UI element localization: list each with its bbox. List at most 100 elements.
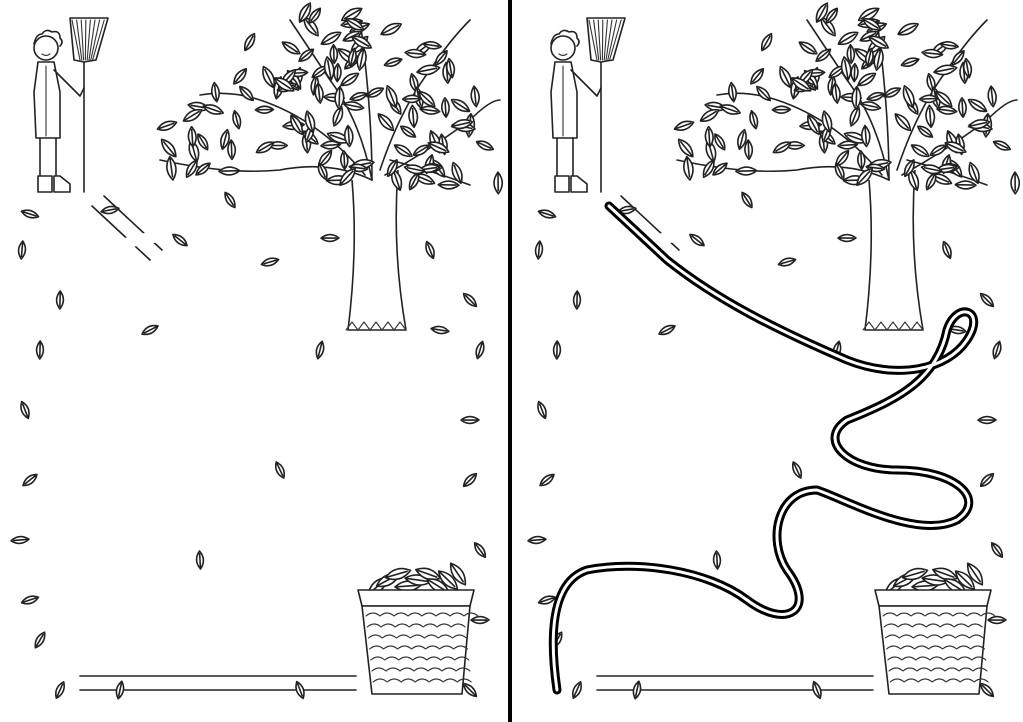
tree-leaf (239, 85, 254, 102)
basket-wave (887, 656, 987, 661)
maze-path-inner (244, 242, 444, 397)
maze-path-inner (651, 513, 827, 651)
tree-leaf (744, 139, 754, 161)
basket-wave (889, 678, 989, 683)
maze-path-inner (134, 513, 310, 651)
leaf-icon (537, 595, 557, 605)
tree-leaf (779, 65, 792, 89)
leaf-icon (979, 292, 995, 308)
boy-boots (554, 175, 588, 193)
tree-leaf (298, 48, 315, 62)
tree-leaf (857, 72, 877, 87)
boy-head (550, 35, 576, 61)
leaf-icon (537, 209, 557, 219)
rake-tine (588, 19, 598, 61)
tree-leaf (202, 104, 224, 115)
basket-rim (874, 589, 992, 607)
rake-tine (86, 19, 91, 61)
tree-leaf (868, 35, 890, 49)
maze-path-inner (29, 514, 180, 647)
maze-path-inner (671, 370, 861, 520)
tree-leaf (834, 162, 845, 181)
tree-leaf (737, 128, 747, 151)
basket-wave (367, 634, 467, 639)
leaf-icon (777, 257, 797, 267)
tree-leaf (233, 68, 248, 85)
basket-wave (371, 667, 471, 672)
leaf-icon (425, 240, 435, 260)
tree-leaf (851, 85, 862, 110)
leaf-icon (658, 324, 676, 336)
leaf-icon (462, 472, 478, 488)
maze-tangle (10, 191, 490, 700)
leaf-icon (195, 550, 205, 570)
basket-body (361, 605, 471, 695)
tree-leaf (401, 94, 422, 104)
rake-tine (71, 19, 81, 61)
tree-leaf (343, 124, 354, 148)
maze-path-inner (548, 249, 652, 370)
maze-scene (527, 2, 1021, 700)
tree-leaf (195, 162, 211, 176)
tree-leaf (760, 32, 773, 52)
tree-trunk (347, 169, 407, 331)
tree-leaf (719, 104, 741, 115)
maze-scene (10, 2, 504, 700)
tree-leaf (393, 144, 413, 158)
basket-leaf (437, 570, 459, 590)
rake-tine (80, 19, 85, 61)
maze-path-inner (530, 334, 997, 526)
leaf-icon (632, 680, 642, 700)
leaf-icon (172, 233, 188, 247)
tree-leaf (918, 94, 939, 104)
tree-branch (806, 19, 890, 181)
leaf-icon (10, 535, 30, 545)
tree-leaf (883, 87, 902, 98)
leaf-icon (34, 631, 46, 649)
tree-leaf (345, 18, 365, 31)
tree-leaf (262, 65, 275, 89)
tree-leaf (897, 22, 919, 36)
leaf-icon (430, 325, 450, 335)
tree-leaf (340, 150, 349, 170)
leaf-icon (55, 290, 65, 310)
tree-leaf (772, 141, 792, 154)
basket-wave (883, 623, 983, 628)
leaf-icon (942, 240, 952, 260)
leaf-icon (100, 205, 120, 215)
tree-leaf (702, 159, 715, 178)
tree-leaf (825, 7, 839, 24)
tree-leaf (434, 50, 448, 66)
tree-leaf (254, 105, 275, 114)
leaf-icon (35, 340, 45, 360)
tree-leaf (936, 105, 958, 115)
tree-leaf (218, 166, 241, 176)
basket-leaf (384, 567, 412, 581)
basket-leaf (901, 567, 929, 581)
maze-path-inner (154, 370, 344, 520)
basket-wave (372, 678, 472, 683)
tree-leaf (187, 125, 197, 148)
tree-leaf (815, 48, 832, 62)
leaf-icon (552, 340, 562, 360)
tree-leaf (920, 164, 943, 175)
tree-leaf (866, 91, 885, 102)
tree-leaf (356, 47, 367, 71)
tree-leaf (929, 144, 948, 157)
leaf-icon (741, 191, 753, 209)
tree-branch (289, 19, 373, 181)
leaf-icon (20, 595, 40, 605)
leaf-icon (812, 680, 822, 700)
tree-leaf (958, 97, 967, 118)
tree-leaf (377, 113, 395, 132)
boy-head (33, 35, 59, 61)
tree-leaf (873, 47, 884, 71)
basket-body (878, 605, 988, 695)
tree-leaf (160, 138, 177, 158)
tree-leaf (182, 108, 203, 122)
tree-leaf (902, 85, 915, 109)
basket-rim (357, 589, 475, 607)
tree-leaf (750, 68, 765, 85)
tree-leaf (227, 139, 237, 161)
tree-leaf (450, 98, 471, 113)
